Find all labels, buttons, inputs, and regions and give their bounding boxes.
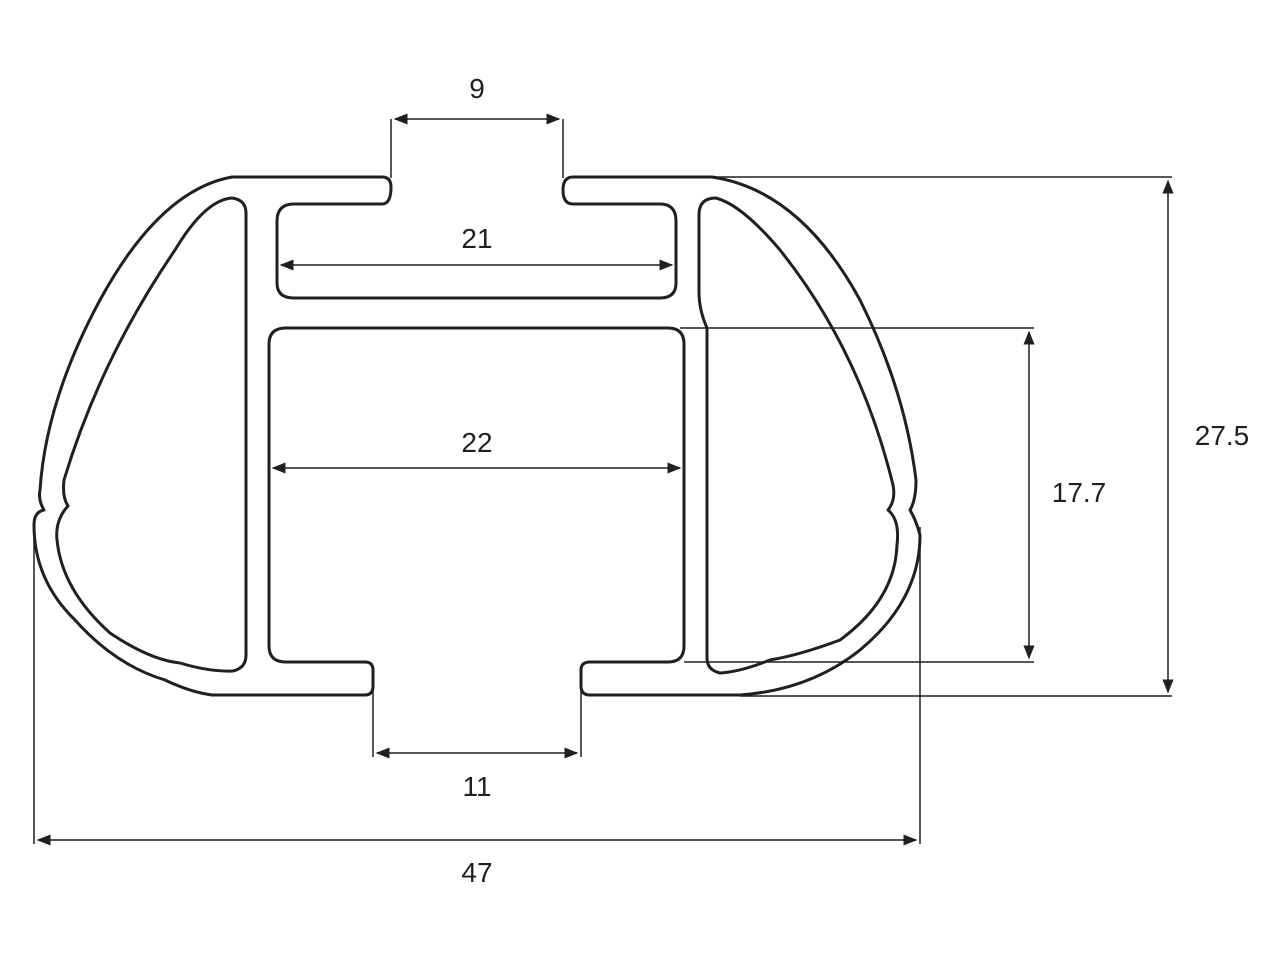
left-cavity: [55, 196, 248, 673]
extension-lines: [33, 119, 1172, 844]
dim-label-overall-width: 47: [461, 857, 493, 888]
dim-label-bottom-slot: 11: [462, 771, 492, 802]
dim-label-inner-height: 17.7: [1051, 477, 1107, 508]
dim-label-top-slot: 9: [469, 73, 485, 104]
dim-label-upper-channel: 21: [461, 223, 493, 254]
outer-contour: [32, 175, 922, 697]
dim-label-main-channel: 22: [461, 427, 493, 458]
right-cavity: [697, 196, 900, 675]
dim-label-total-height: 27.5: [1194, 420, 1250, 451]
